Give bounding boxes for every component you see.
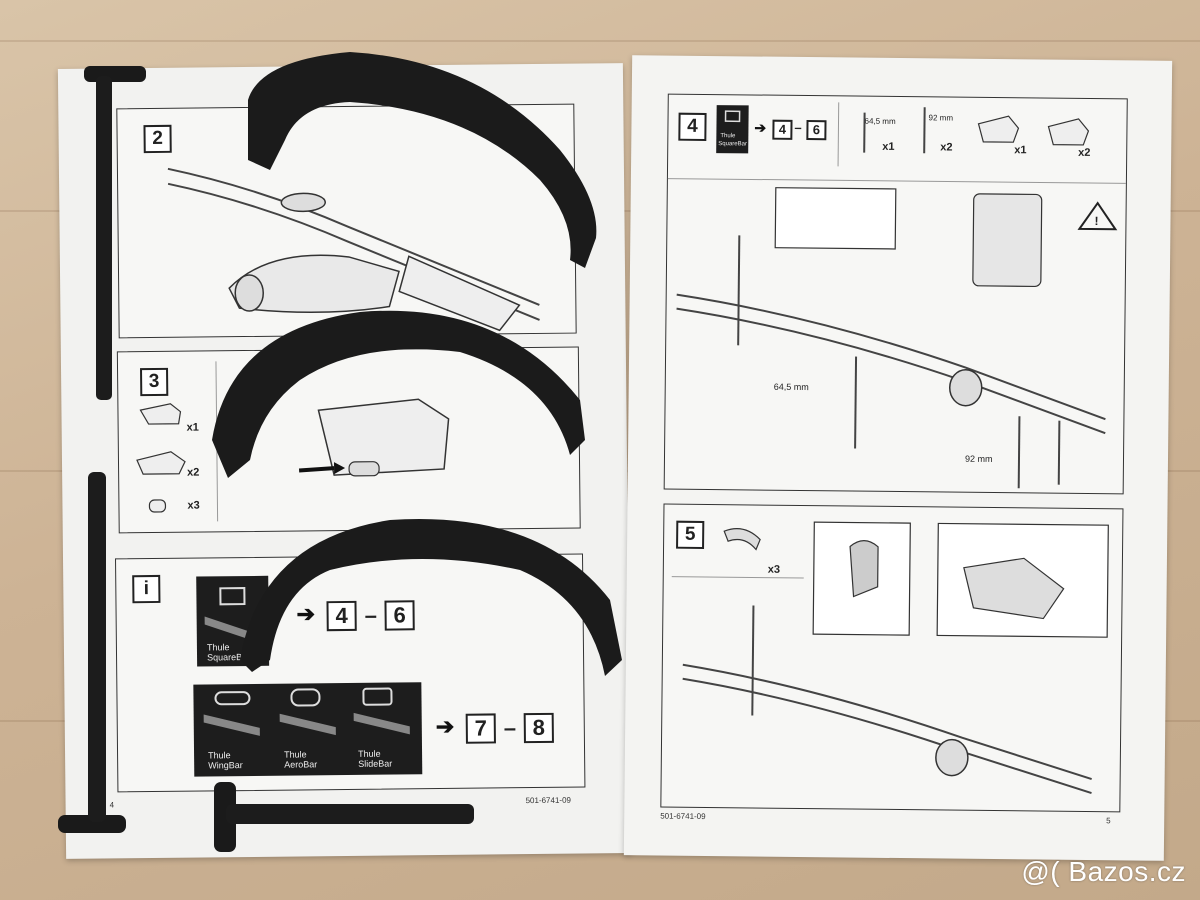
step-3-illustration bbox=[136, 361, 450, 522]
manual-page-right: 4 Thule SquareBar ➔ 4 – 6 bbox=[623, 55, 1173, 861]
wood-grain-line bbox=[0, 40, 1200, 42]
strap-middle bbox=[212, 310, 585, 478]
step-4-illustration bbox=[667, 102, 1126, 489]
strap-top bbox=[248, 52, 597, 268]
bar-profiles-icon bbox=[203, 687, 410, 736]
strap-bottom bbox=[240, 519, 622, 676]
step-5-illustration bbox=[671, 521, 1109, 794]
squarebar-box: Thule SquareBar bbox=[196, 575, 270, 667]
step-4-panel: 4 Thule SquareBar ➔ 4 – 6 bbox=[663, 93, 1128, 495]
step-5-panel: 5 x3 bbox=[660, 503, 1124, 813]
t-bolt-horizontal bbox=[214, 782, 474, 852]
bar-types-box: Thule WingBar Thule AeroBar Thule SlideB… bbox=[193, 682, 423, 777]
squarebar-profile-icon bbox=[724, 110, 741, 123]
manual-page-left: 2 3 x1 x2 x3 i bbox=[57, 63, 632, 859]
info-panel: i Thule SquareBar ➔ 4 – 6 Thule WingBar bbox=[115, 553, 586, 793]
t-bolt-bottom-left bbox=[58, 472, 126, 833]
squarebar-box: Thule SquareBar bbox=[716, 105, 749, 154]
watermark: @( Bazos.cz bbox=[1021, 856, 1186, 887]
t-bolt-top-left bbox=[84, 66, 146, 400]
step-3-panel: 3 x1 x2 x3 bbox=[116, 346, 581, 534]
squarebar-profile-icon bbox=[204, 587, 257, 642]
step-2-panel: 2 bbox=[116, 103, 577, 339]
step-2-illustration bbox=[167, 167, 540, 332]
